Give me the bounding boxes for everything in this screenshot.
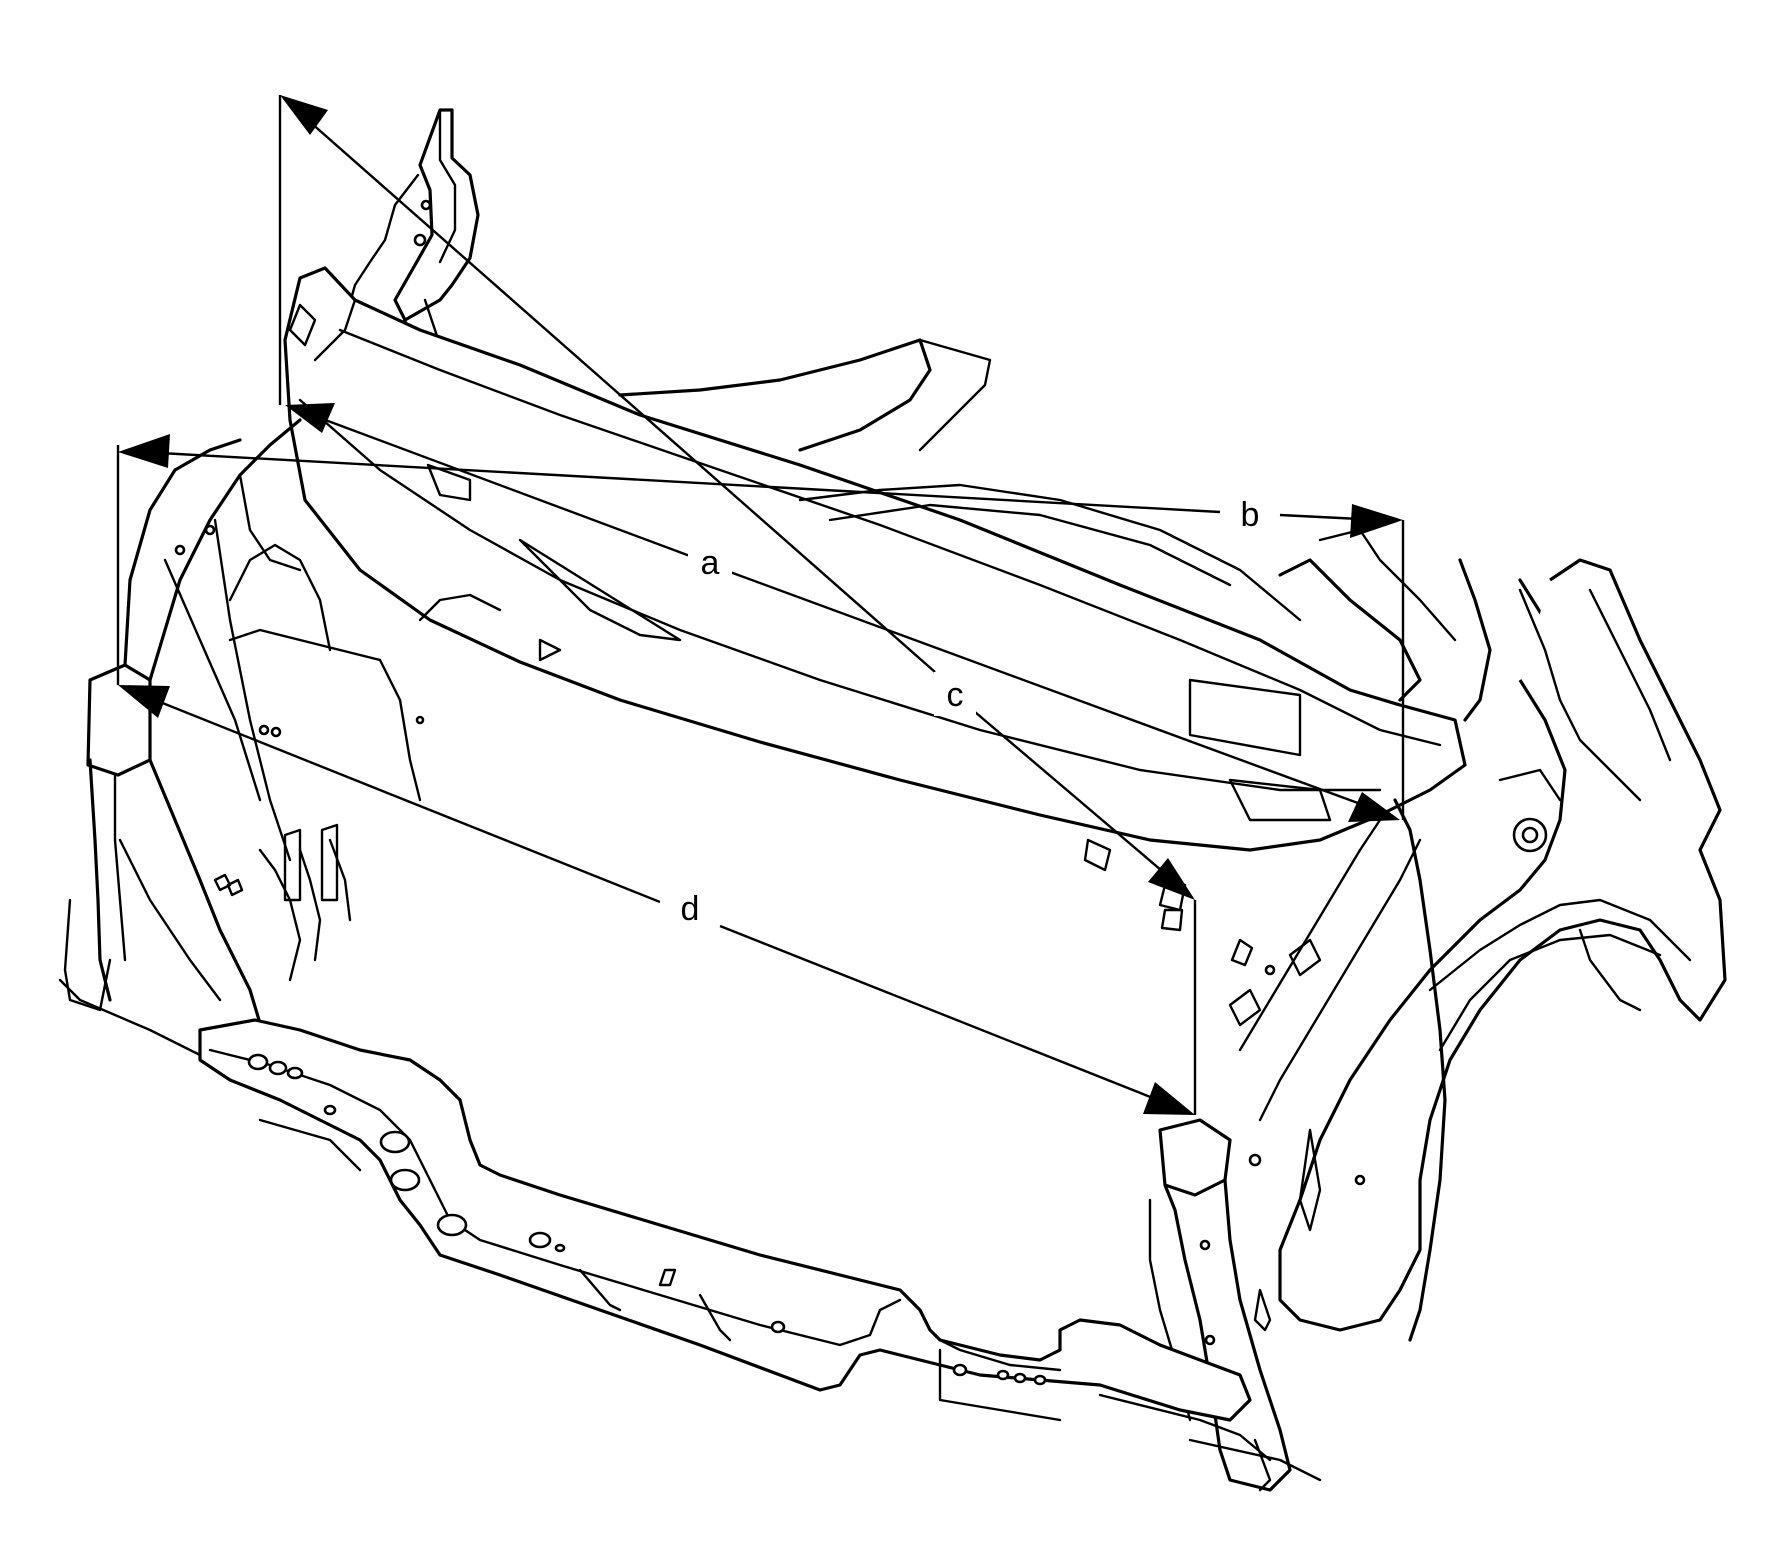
- dimension-c-arrow-bottom: [1148, 858, 1195, 900]
- dimension-d-line-right: [719, 924, 1159, 1102]
- label-b: b: [1241, 496, 1260, 534]
- dimension-b-arrow-left: [118, 434, 170, 468]
- dimension-c-line-upper: [309, 121, 936, 673]
- label-c: c: [947, 676, 964, 714]
- dimension-b-line-left: [159, 451, 1221, 514]
- dimension-a-line-left: [319, 416, 691, 558]
- label-d: d: [681, 890, 700, 928]
- dimension-labels: a b c d: [660, 492, 1276, 932]
- dimension-a-arrow-left: [285, 403, 335, 433]
- dimension-b-line-right: [1279, 513, 1361, 521]
- dimension-b-arrow-right: [1350, 504, 1403, 538]
- dimension-c-arrow-top: [280, 95, 328, 135]
- dimension-d-line-left: [154, 698, 661, 904]
- dimension-d-arrow-right: [1143, 1082, 1195, 1115]
- dimension-d-arrow-left: [118, 685, 170, 718]
- dimension-a-arrow-right: [1348, 792, 1400, 822]
- label-a: a: [701, 544, 720, 582]
- body-structure-drawing: [58, 108, 1727, 1492]
- dimension-lines: [116, 95, 1405, 1115]
- dimension-a-line-right: [729, 570, 1367, 808]
- dimension-c-line-lower: [974, 711, 1169, 877]
